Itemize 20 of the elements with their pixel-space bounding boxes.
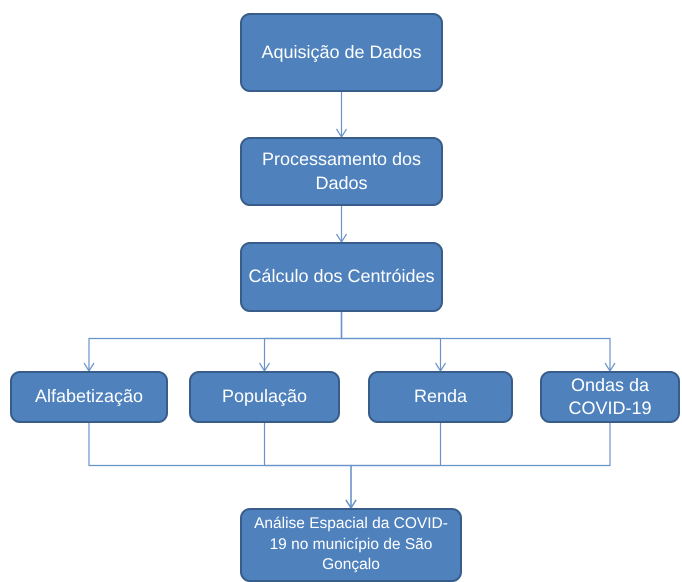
process-box bbox=[10, 371, 168, 423]
box-label: Renda bbox=[414, 385, 468, 408]
process-box bbox=[368, 371, 513, 423]
box-label: Aquisição de Dados bbox=[261, 40, 422, 64]
arrow bbox=[345, 423, 611, 509]
box-label: Cálculo dos Centróides bbox=[248, 265, 435, 288]
process-box bbox=[240, 137, 443, 206]
arrow bbox=[336, 206, 348, 243]
box-label: Ondas da COVID-19 bbox=[567, 374, 653, 420]
process-box bbox=[240, 13, 443, 92]
box-label: Processamento dos Dados bbox=[260, 148, 422, 194]
arrow bbox=[340, 312, 616, 372]
box-label: População bbox=[222, 385, 308, 408]
process-box bbox=[189, 371, 340, 423]
box-label: Alfabetização bbox=[34, 385, 144, 408]
arrow bbox=[336, 92, 348, 138]
box-label: Análise Espacial da COVID-19 no município de São Gonçalo bbox=[253, 514, 449, 576]
process-box bbox=[540, 371, 680, 423]
process-box bbox=[240, 508, 462, 582]
process-box bbox=[240, 242, 443, 312]
